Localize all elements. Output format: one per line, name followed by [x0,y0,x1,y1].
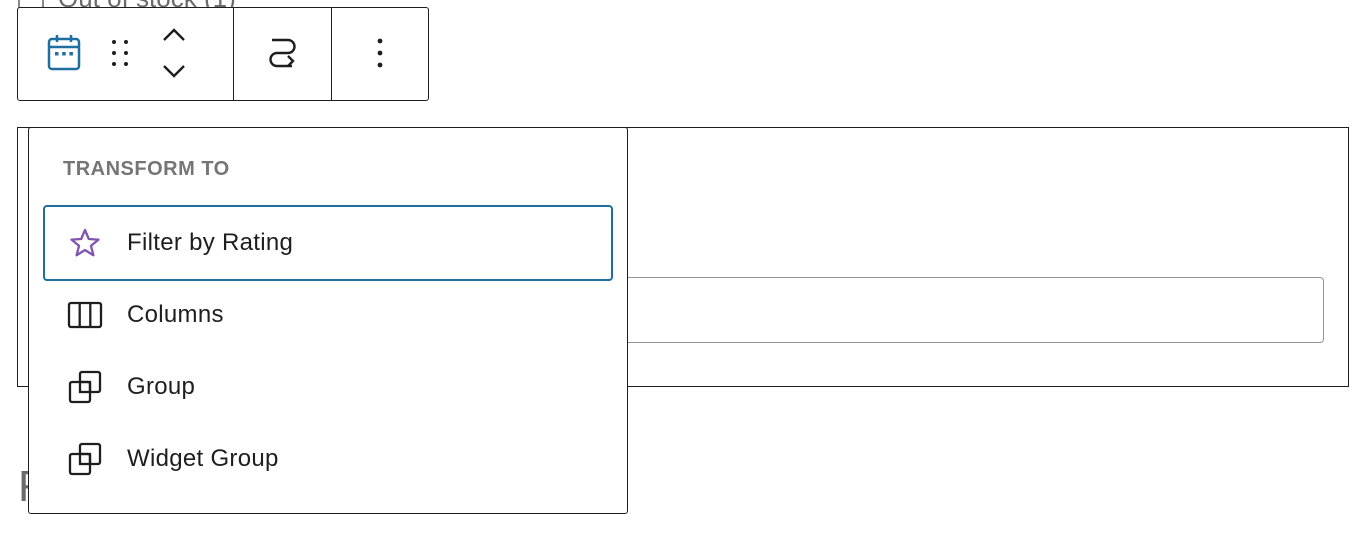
drag-button[interactable] [94,24,146,84]
chevron-up-icon [162,27,186,45]
move-up-button[interactable] [154,21,194,51]
transform-option-label: Columns [127,301,224,328]
drag-handle-icon [110,38,130,71]
toolbar-group-transform [234,8,332,100]
group-icon [67,441,103,477]
group-icon [67,369,103,405]
toolbar-group-options [332,8,428,100]
selected-block[interactable] [17,127,1349,387]
transform-option-filter-by-rating[interactable]: Filter by Rating [43,205,613,281]
block-mover [146,12,202,96]
transform-option-widget-group[interactable]: Widget Group [43,423,613,495]
transform-option-columns[interactable]: Columns [43,279,613,351]
transform-button[interactable] [253,24,313,84]
more-vertical-icon [376,37,384,72]
calendar-icon [47,34,81,75]
transform-option-label: Filter by Rating [127,229,294,256]
block-toolbar [17,7,429,101]
move-down-button[interactable] [154,57,194,87]
toolbar-group-block [18,8,234,100]
transform-options-list: Filter by Rating Columns [43,205,613,495]
options-button[interactable] [355,24,405,84]
transform-menu-title: TRANSFORM TO [63,158,230,180]
block-input-field[interactable] [618,277,1324,343]
star-icon [67,225,103,261]
columns-icon [67,297,103,333]
transform-option-label: Group [127,373,196,400]
transform-menu: TRANSFORM TO Filter by Rating [28,127,628,514]
chevron-down-icon [162,64,186,81]
transform-option-group[interactable]: Group [43,351,613,423]
transform-option-label: Widget Group [127,445,279,472]
transform-icon [266,36,300,73]
block-type-button[interactable] [34,24,94,84]
